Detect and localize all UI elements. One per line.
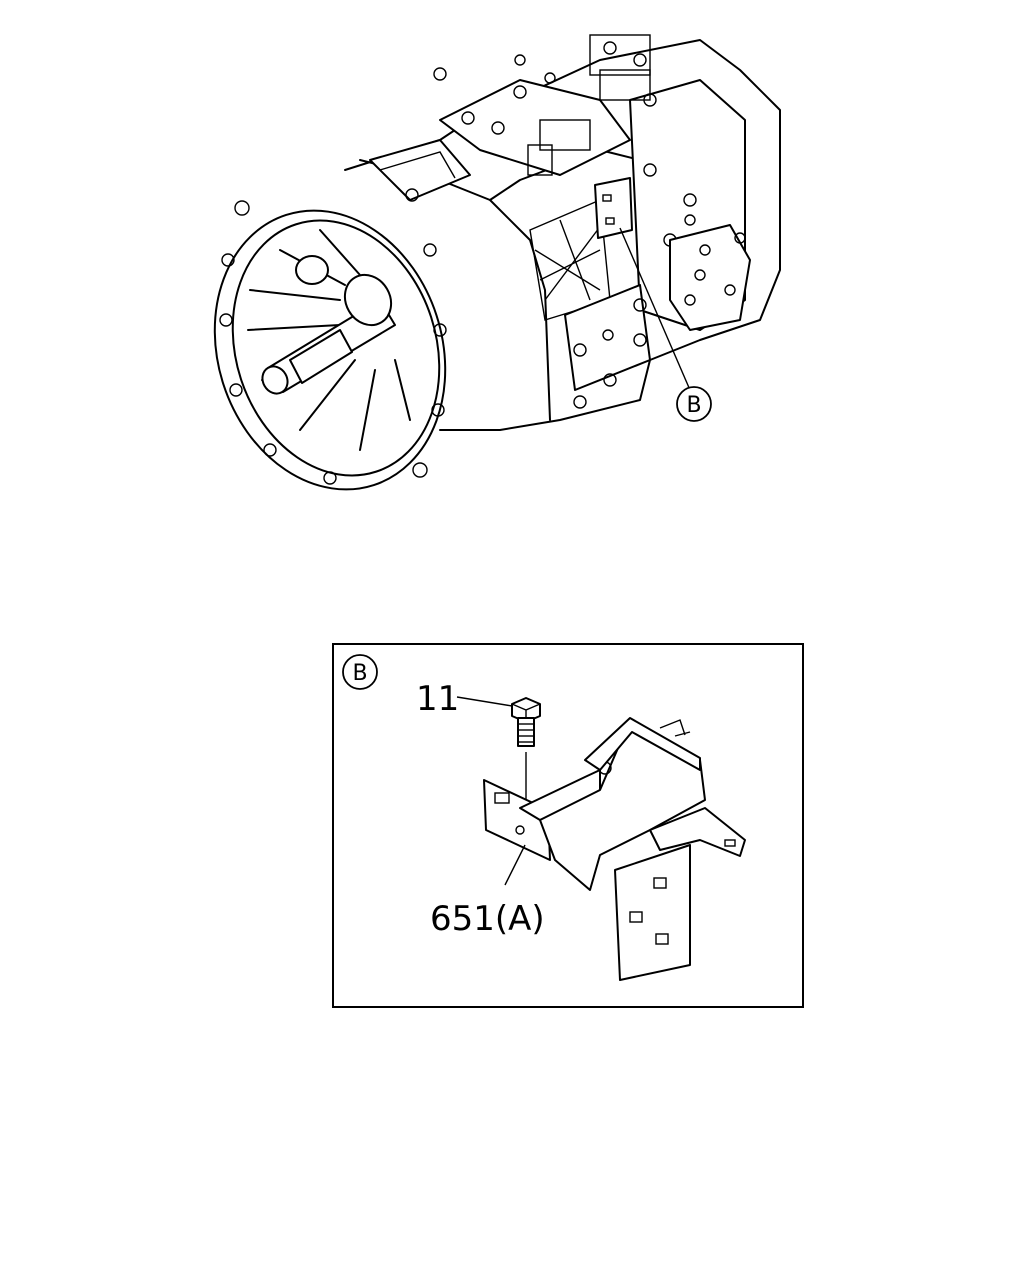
detail-panel-frame [332,643,804,1008]
leader-bracket [504,844,526,886]
bolt-11 [511,697,541,822]
callout-b-top: B [676,386,712,422]
part-label-bracket: 651(A) [430,899,545,939]
transmission-assembly [213,34,781,491]
callout-b-detail: B [342,654,378,690]
bracket-651a [483,717,746,981]
callout-b-top-letter: B [686,393,701,418]
leader-bolt [456,696,513,707]
part-label-bolt: 11 [416,679,459,719]
callout-b-detail-letter: B [352,661,367,686]
